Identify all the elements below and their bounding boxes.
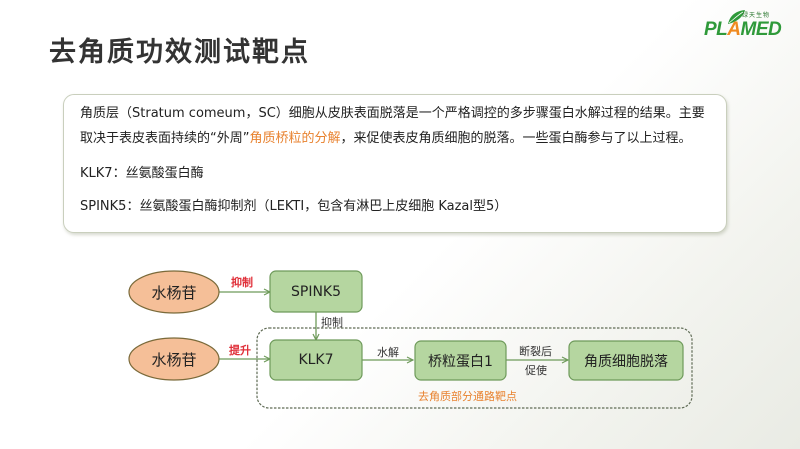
spink5-label: SPINK5 [290, 283, 342, 300]
highlight-text: 角质桥粒的分解 [249, 131, 341, 146]
info-paragraph: 角质层（Stratum comeum，SC）细胞从皮肤表面脱落是一个严格调控的多… [80, 106, 705, 146]
salicin-node-1 [128, 270, 220, 314]
klk7-node [269, 339, 363, 381]
page-title: 去角质功效测试靶点 [49, 37, 310, 68]
logo-wordmark: PLAMED [704, 19, 782, 40]
spink5-definition: SPINK5：丝氨酸蛋白酶抑制剂（LEKTI，包含有淋巴上皮细胞 Kazal型5… [80, 199, 508, 214]
cleavage-label: 断裂后 [519, 345, 552, 358]
logo-tagline: 绿天生物 [742, 12, 771, 19]
inhibit-label: 抑制 [231, 276, 253, 289]
salicin-label-2: 水杨苷 [151, 350, 197, 369]
plamed-logo: 绿天生物 PLAMED [704, 8, 792, 40]
desquamation-node [568, 340, 684, 381]
salicin-label-1: 水杨苷 [151, 283, 197, 302]
spink5-inhibit-label: 抑制 [321, 316, 343, 329]
leaf-icon [728, 10, 745, 24]
pathway-group-boundary [256, 327, 693, 409]
corneodesmosin-node [414, 340, 507, 381]
desquamation-label: 角质细胞脱落 [584, 353, 668, 370]
spink5-node [269, 270, 363, 313]
boost-label: 提升 [229, 344, 251, 357]
hydrolysis-label: 水解 [377, 346, 399, 359]
info-box: 角质层（Stratum comeum，SC）细胞从皮肤表面脱落是一个严格调控的多… [63, 94, 727, 233]
corneodesmosin-label: 桥粒蛋白1 [428, 353, 493, 370]
klk7-definition: KLK7：丝氨酸蛋白酶 [80, 166, 204, 181]
pathway-group-label: 去角质部分通路靶点 [418, 390, 517, 403]
promote-label: 促使 [525, 364, 547, 377]
klk7-label: KLK7 [298, 352, 334, 368]
salicin-node-2 [128, 337, 220, 381]
